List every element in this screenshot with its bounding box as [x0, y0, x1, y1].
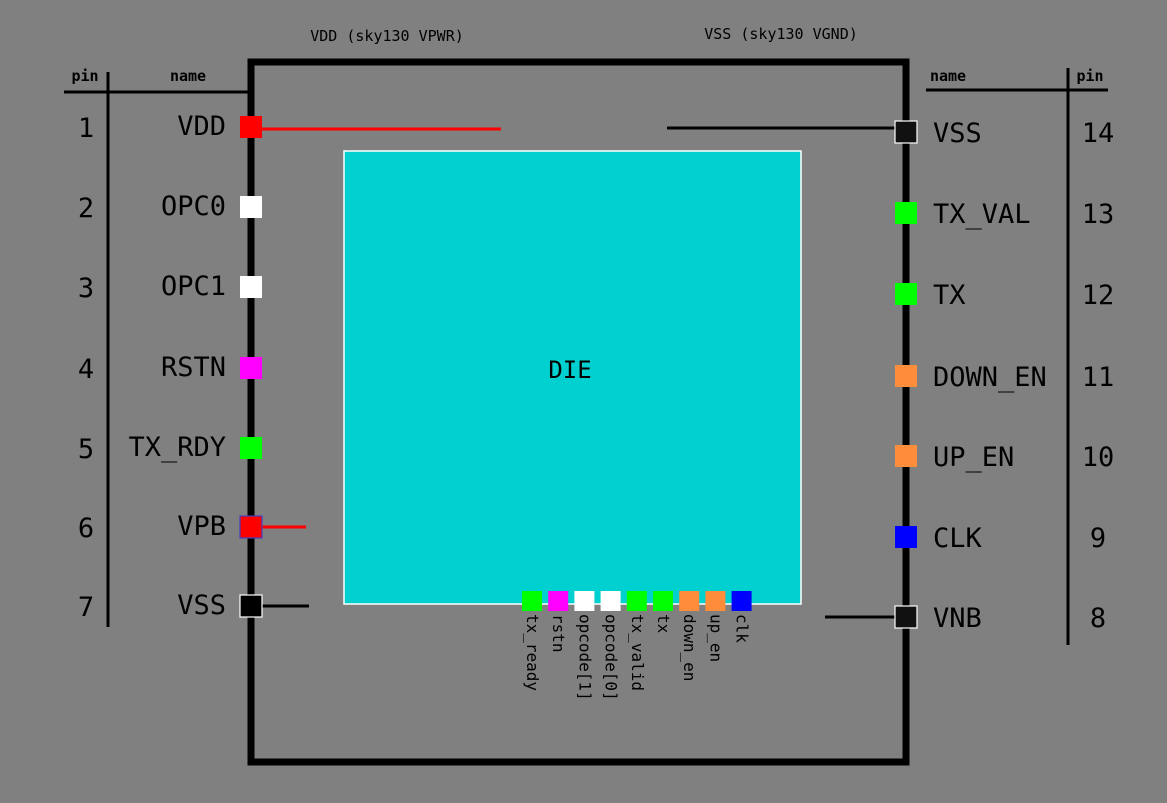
- pad-opcode-1-label: opcode[1]: [575, 614, 594, 701]
- pin-4-number: 4: [78, 354, 94, 385]
- pad-down-en-label: down_en: [680, 614, 699, 681]
- pin-9-name: CLK: [933, 523, 983, 554]
- pin-3-opc1-marker: [240, 276, 262, 298]
- pin-4-name: RSTN: [161, 352, 226, 383]
- pin-14-number: 14: [1082, 118, 1115, 149]
- pin-5-tx-rdy-marker: [240, 437, 262, 459]
- pin-13-name: TX_VAL: [933, 199, 1031, 230]
- pin-6-number: 6: [78, 513, 94, 544]
- pin-13-tx-val-marker: [895, 202, 917, 224]
- package-outline: [247, 58, 910, 766]
- pad-opcode-1: [574, 591, 595, 611]
- pin-10-number: 10: [1082, 442, 1115, 473]
- pad-opcode-0-label: opcode[0]: [602, 614, 621, 701]
- pin-6-name: VPB: [177, 511, 226, 542]
- pin-6-vpb-marker: [239, 515, 263, 539]
- pin-8-vnb-marker: [894, 605, 918, 629]
- pin-9-number: 9: [1090, 523, 1106, 554]
- pin-1-number: 1: [78, 113, 94, 144]
- pad-tx-ready: [522, 591, 542, 611]
- pin-12-number: 12: [1082, 280, 1115, 311]
- pin-7-number: 7: [78, 592, 94, 623]
- pin-14-name: VSS: [933, 118, 982, 149]
- pad-down-en: [679, 591, 700, 611]
- left-pin-column-header: pin: [71, 67, 98, 85]
- pad-up-en-label: up_en: [706, 614, 725, 662]
- pad-tx: [653, 591, 673, 611]
- pin-5-name: TX_RDY: [128, 432, 226, 463]
- pin-10-up-en-marker: [895, 445, 917, 467]
- pin-2-name: OPC0: [161, 191, 226, 222]
- die: [343, 150, 802, 605]
- pad-tx-ready-label: tx_ready: [523, 614, 542, 691]
- pin-11-down-en-marker: [895, 365, 917, 387]
- pad-up-en: [705, 591, 726, 611]
- pin-1-vdd-marker: [240, 116, 262, 138]
- left-name-column-header: name: [170, 67, 206, 85]
- pad-tx-label: tx: [654, 614, 673, 634]
- right-name-column-header: name: [930, 67, 966, 85]
- pin-7-vss-marker: [239, 594, 263, 618]
- right-pin-column-header: pin: [1076, 67, 1103, 85]
- pin-7-name: VSS: [177, 590, 226, 621]
- pad-rstn: [548, 591, 569, 611]
- pin-2-number: 2: [78, 193, 94, 224]
- pin-8-number: 8: [1090, 603, 1106, 634]
- pin-12-name: TX: [933, 280, 966, 311]
- pin-3-number: 3: [78, 273, 94, 304]
- pin-2-opc0-marker: [240, 196, 262, 218]
- pin-13-number: 13: [1082, 199, 1115, 230]
- pin-12-tx-marker: [895, 283, 917, 305]
- pad-tx-valid: [626, 591, 647, 611]
- pad-opcode-0: [600, 591, 621, 611]
- pin-8-name: VNB: [933, 603, 982, 634]
- die-label: DIE: [548, 356, 591, 384]
- pin-1-name: VDD: [177, 111, 226, 142]
- pin-5-number: 5: [78, 434, 94, 465]
- pad-rstn-label: rstn: [549, 614, 568, 653]
- pin-3-name: OPC1: [161, 271, 226, 302]
- pad-tx-valid-label: tx_valid: [628, 614, 647, 691]
- vss-rail-label: VSS (sky130 VGND): [704, 25, 858, 43]
- pad-clk-label: clk: [733, 614, 752, 643]
- pin-4-rstn-marker: [240, 357, 262, 379]
- pin-11-number: 11: [1082, 362, 1115, 393]
- pin-14-vss-marker: [894, 120, 918, 144]
- pad-clk: [731, 591, 752, 611]
- vdd-rail-label: VDD (sky130 VPWR): [310, 27, 464, 45]
- pin-11-name: DOWN_EN: [933, 362, 1047, 393]
- package-pins: 1 VDD 2 OPC0 3 OPC1 4 RSTN 5 TX_RDY 6 VPB 7 VSS VSS 14T…: [78, 111, 1114, 634]
- die-pads: tx_ready rstn opcode[1] opcode[0] tx_valid tx…: [522, 591, 752, 701]
- pin-9-clk-marker: [895, 526, 917, 548]
- pin-10-name: UP_EN: [933, 442, 1014, 473]
